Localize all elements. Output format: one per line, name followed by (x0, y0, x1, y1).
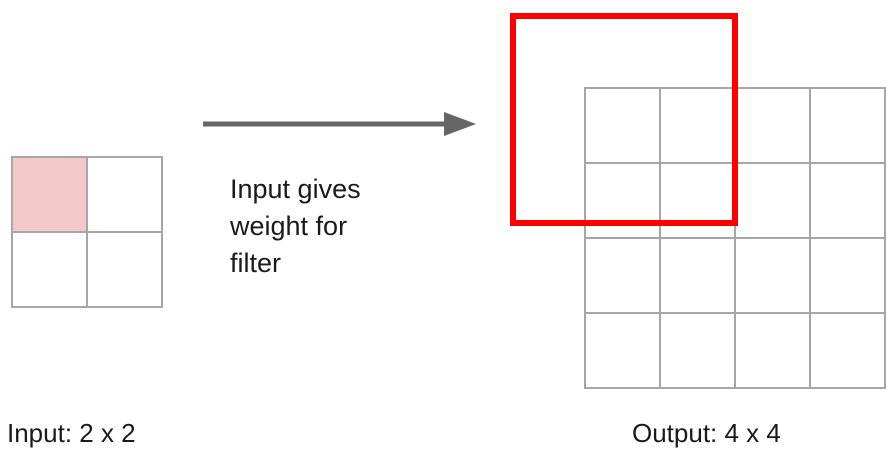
input-grid-cell-highlighted (11, 156, 88, 233)
input-grid (11, 156, 163, 308)
output-grid-cell (734, 87, 811, 164)
output-grid-cell (659, 87, 736, 164)
arrow-head (444, 112, 476, 136)
arrow-label-line-2: weight for (230, 211, 348, 241)
arrow-label-line-3: filter (230, 248, 282, 278)
arrow (203, 112, 476, 136)
output-grid-cell (584, 312, 661, 389)
input-caption: Input: 2 x 2 (7, 418, 136, 448)
output-grid-cell (584, 87, 661, 164)
output-caption: Output: 4 x 4 (632, 418, 781, 448)
output-grid-cell (659, 237, 736, 314)
output-grid-cell (809, 237, 886, 314)
input-grid-cell (86, 231, 163, 308)
output-grid-cell (809, 312, 886, 389)
output-grid-cell (734, 237, 811, 314)
output-grid-cell (809, 87, 886, 164)
arrow-label: Input gives weight for filter (230, 171, 361, 282)
output-grid-cell (659, 162, 736, 239)
output-grid-cell (809, 162, 886, 239)
input-grid-cell (86, 156, 163, 233)
filter-box (510, 13, 738, 226)
arrow-label-line-1: Input gives (230, 174, 361, 204)
input-grid-cell (11, 231, 88, 308)
output-grid-cell (584, 162, 661, 239)
output-grid-cell (584, 237, 661, 314)
output-grid-cell (734, 312, 811, 389)
output-grid-cell (734, 162, 811, 239)
output-grid-cell (659, 312, 736, 389)
